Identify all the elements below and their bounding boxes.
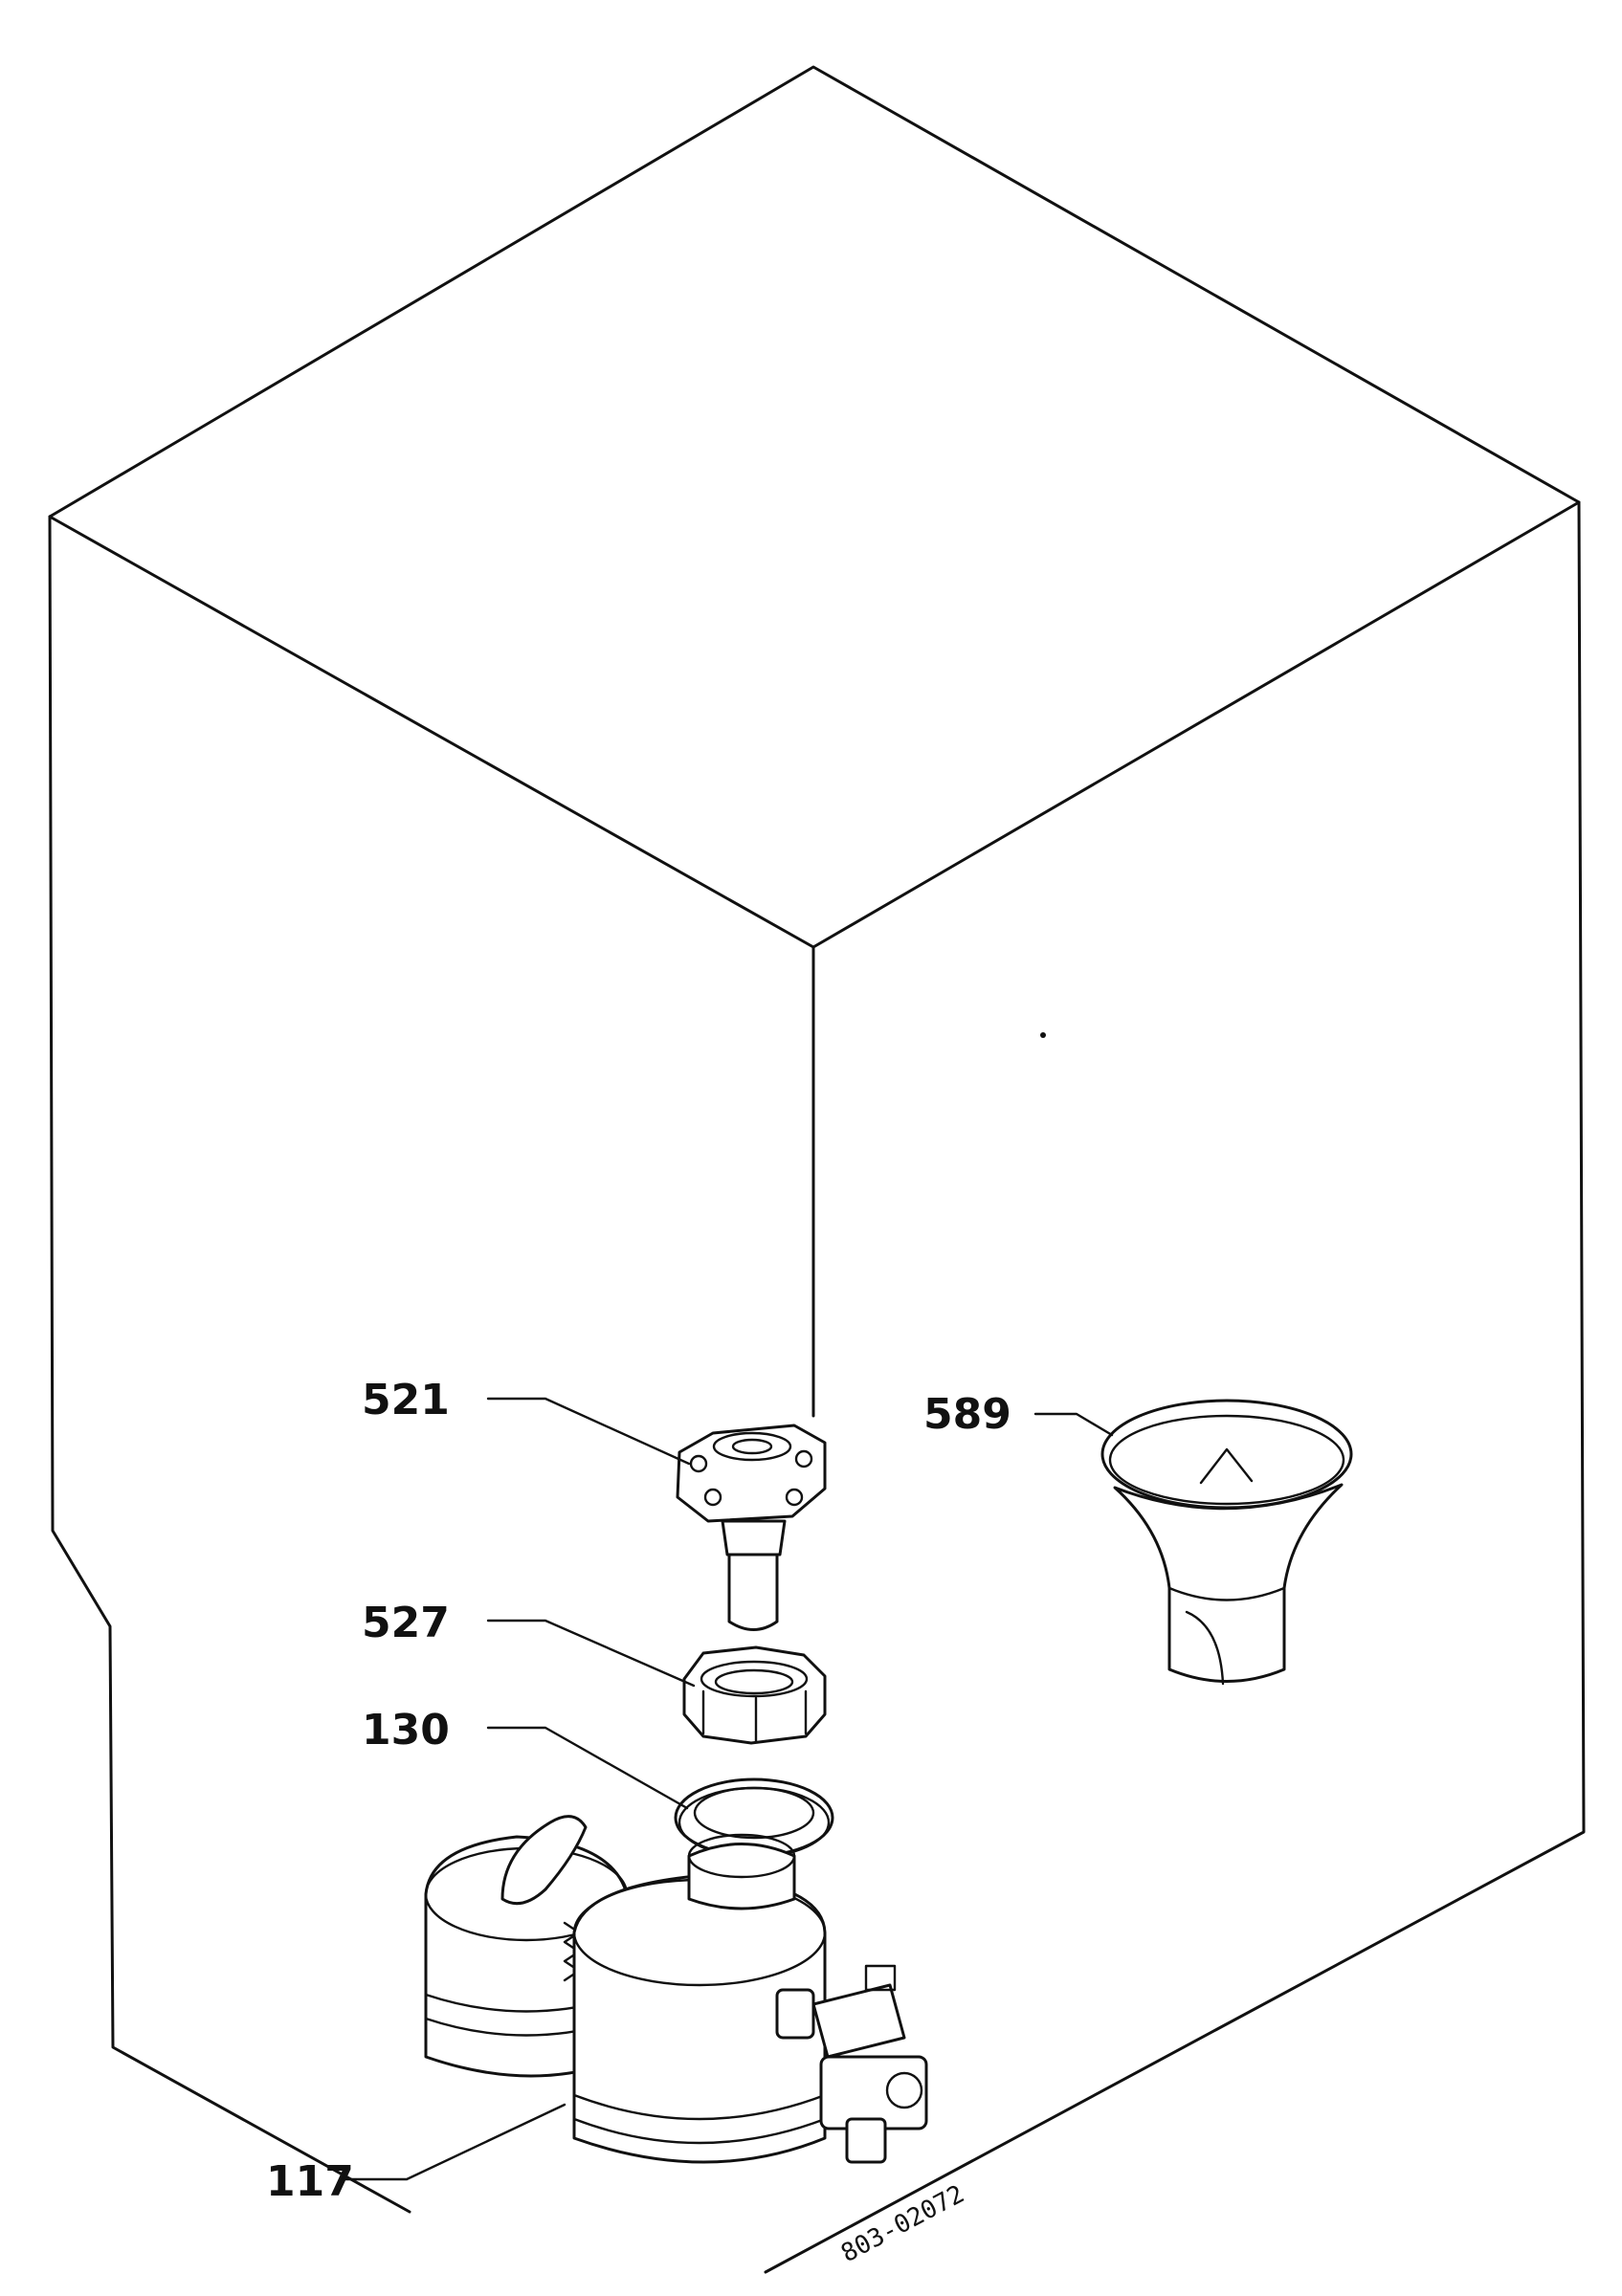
callout-589: 589 [923,1390,1011,1439]
part-527-hex-nut [682,1645,827,1745]
part-589-funnel [1100,1399,1353,1686]
part-117-valve-assembly [424,1815,928,2164]
callout-leaders [343,1397,1114,2181]
part-521-cap [676,1424,827,1631]
callout-labels: 521 589 527 130 117 [266,1376,1011,2206]
cabinet-outline [48,65,1586,2274]
callout-521: 521 [362,1376,450,1424]
callout-527: 527 [362,1599,450,1647]
callout-117: 117 [266,2157,354,2206]
callout-130: 130 [362,1706,450,1755]
